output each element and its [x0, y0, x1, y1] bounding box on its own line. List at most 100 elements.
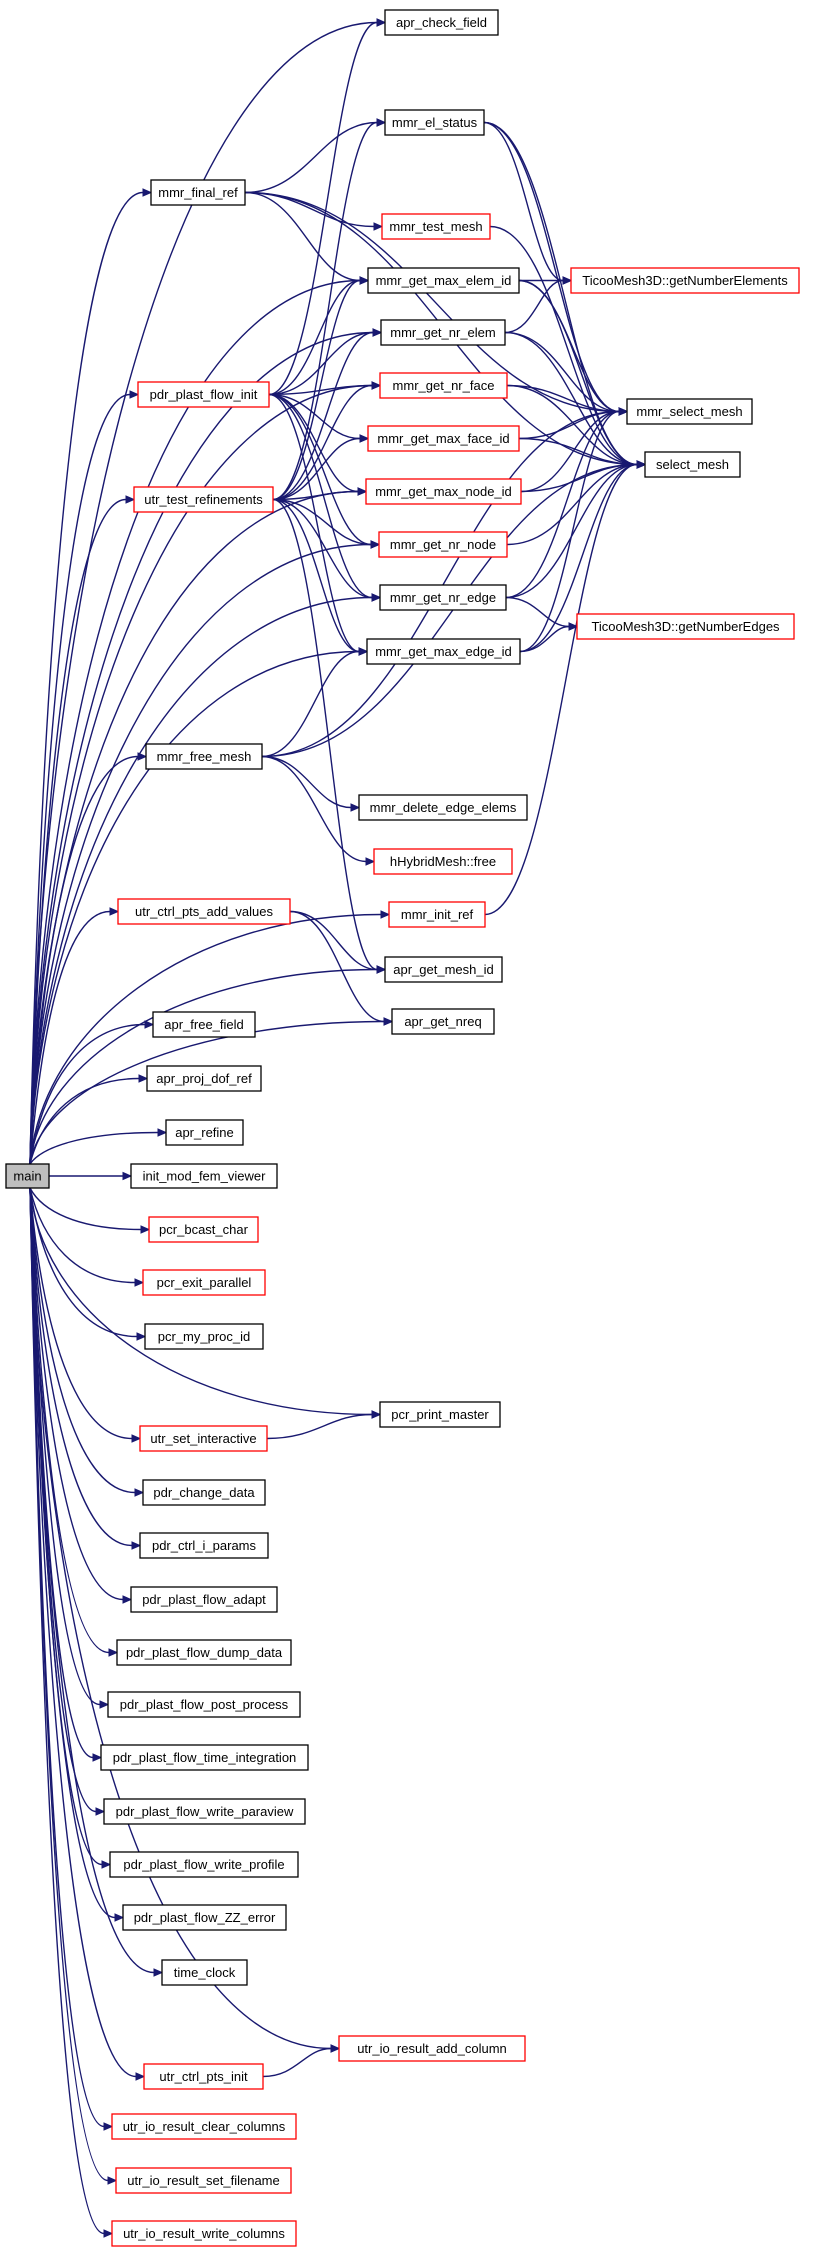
node-select-mesh[interactable]: select_mesh	[644, 451, 741, 478]
node-label: pdr_plast_flow_ZZ_error	[134, 1910, 276, 1925]
node-box	[122, 1904, 287, 1931]
node-apr-free-field[interactable]: apr_free_field	[152, 1011, 256, 1038]
node-label: utr_io_result_set_filename	[127, 2173, 279, 2188]
node-label: pdr_plast_flow_write_profile	[123, 1857, 284, 1872]
node-pdr-plast-flow-write-profile[interactable]: pdr_plast_flow_write_profile	[109, 1851, 299, 1878]
node-box	[5, 1163, 50, 1189]
node-pdr-plast-flow-post-process[interactable]: pdr_plast_flow_post_process	[107, 1691, 301, 1718]
edge-line	[504, 279, 564, 334]
node-pcr-print-master[interactable]: pcr_print_master	[379, 1401, 501, 1428]
call-edge-main-to-init_mod_fem_viewer	[48, 1171, 133, 1181]
node-mmr-init-ref[interactable]: mmr_init_ref	[388, 901, 486, 928]
node-box	[107, 1691, 301, 1718]
node-label: mmr_get_max_node_id	[375, 484, 512, 499]
node-time-clock[interactable]: time_clock	[161, 1959, 248, 1986]
node-mmr-el-status[interactable]: mmr_el_status	[384, 109, 485, 136]
node-mmr-get-max-edge-id[interactable]: mmr_get_max_edge_id	[366, 638, 521, 665]
node-mmr-get-max-elem-id[interactable]: mmr_get_max_elem_id	[367, 267, 520, 294]
node-apr-check-field[interactable]: apr_check_field	[384, 9, 499, 36]
edge-arrowhead	[107, 2176, 118, 2185]
node-label: apr_check_field	[396, 15, 487, 30]
node-utr-test-refinements[interactable]: utr_test_refinements	[133, 486, 274, 513]
edge-arrowhead	[357, 487, 368, 496]
node-pdr-ctrl-i-params[interactable]: pdr_ctrl_i_params	[139, 1532, 269, 1559]
node-apr-proj-dof-ref[interactable]: apr_proj_dof_ref	[146, 1065, 262, 1092]
edge-line	[268, 393, 373, 599]
node-utr-io-result-clear-columns[interactable]: utr_io_result_clear_columns	[111, 2113, 297, 2140]
node-mmr-get-max-face-id[interactable]: mmr_get_max_face_id	[367, 425, 520, 452]
node-mmr-final-ref[interactable]: mmr_final_ref	[150, 179, 246, 206]
edge-line	[262, 2047, 332, 2078]
edge-line	[29, 1187, 133, 1547]
node-mmr-get-nr-edge[interactable]: mmr_get_nr_edge	[379, 584, 507, 611]
call-edge-mmr_get_nr_face-to-mmr_select_mesh	[506, 384, 629, 416]
edge-line	[519, 410, 620, 653]
edge-line	[29, 913, 382, 1165]
node-box	[139, 1425, 268, 1452]
node-apr-refine[interactable]: apr_refine	[165, 1119, 244, 1146]
node-label: pdr_plast_flow_adapt	[142, 1592, 266, 1607]
node-main[interactable]: main	[5, 1163, 50, 1189]
node-utr-io-result-write-columns[interactable]: utr_io_result_write_columns	[111, 2220, 297, 2247]
node-utr-io-result-set-filename[interactable]: utr_io_result_set_filename	[115, 2167, 292, 2194]
node-mmr-delete-edge-elems[interactable]: mmr_delete_edge_elems	[358, 794, 528, 821]
node-utr-set-interactive[interactable]: utr_set_interactive	[139, 1425, 268, 1452]
call-edge-main-to-apr_free_field	[29, 1020, 155, 1165]
node-pdr-plast-flow-write-paraview[interactable]: pdr_plast_flow_write_paraview	[103, 1798, 306, 1825]
node-pdr-plast-flow-init[interactable]: pdr_plast_flow_init	[137, 381, 270, 408]
node-mmr-get-nr-elem[interactable]: mmr_get_nr_elem	[380, 319, 506, 346]
node-pcr-exit-parallel[interactable]: pcr_exit_parallel	[142, 1269, 266, 1296]
node-init-mod-fem-viewer[interactable]: init_mod_fem_viewer	[130, 1163, 278, 1189]
node-pdr-plast-flow-dump-data[interactable]: pdr_plast_flow_dump_data	[116, 1639, 292, 1666]
node-pcr-bcast-char[interactable]: pcr_bcast_char	[148, 1216, 259, 1243]
node-label: TicooMesh3D::getNumberEdges	[591, 619, 780, 634]
edge-arrowhead	[371, 1410, 382, 1419]
node-mmr-get-nr-node[interactable]: mmr_get_nr_node	[378, 531, 508, 558]
call-edge-mmr_free_mesh-to-mmr_delete_edge_elems	[261, 755, 361, 812]
node-mmr-test-mesh[interactable]: mmr_test_mesh	[381, 213, 491, 240]
edge-line	[505, 463, 638, 599]
node-ticoomesh3d-getnumberedges[interactable]: TicooMesh3D::getNumberEdges	[576, 613, 795, 640]
node-utr-ctrl-pts-add-values[interactable]: utr_ctrl_pts_add_values	[117, 898, 291, 925]
node-hhybridmesh-free[interactable]: hHybridMesh::free	[373, 848, 513, 875]
edge-line	[29, 543, 372, 1165]
node-pdr-plast-flow-adapt[interactable]: pdr_plast_flow_adapt	[130, 1586, 278, 1613]
node-box	[116, 1639, 292, 1666]
call-edge-utr_ctrl_pts_add_values-to-apr_get_mesh_id	[289, 910, 387, 974]
node-pcr-my-proc-id[interactable]: pcr_my_proc_id	[144, 1323, 264, 1350]
edge-line	[268, 393, 372, 546]
edge-line	[29, 650, 360, 1165]
call-edge-main-to-utr_set_interactive	[29, 1187, 142, 1443]
edge-arrowhead	[134, 1488, 145, 1497]
node-utr-io-result-add-column[interactable]: utr_io_result_add_column	[338, 2035, 526, 2062]
node-label: pcr_print_master	[391, 1407, 489, 1422]
call-edge-mmr_get_nr_face-to-select_mesh	[506, 384, 647, 469]
call-edge-main-to-utr_test_refinements	[29, 495, 136, 1165]
node-ticoomesh3d-getnumberelements[interactable]: TicooMesh3D::getNumberElements	[570, 267, 800, 294]
node-apr-get-mesh-id[interactable]: apr_get_mesh_id	[384, 956, 503, 983]
node-mmr-free-mesh[interactable]: mmr_free_mesh	[145, 743, 263, 770]
node-mmr-select-mesh[interactable]: mmr_select_mesh	[626, 398, 753, 425]
node-utr-ctrl-pts-init[interactable]: utr_ctrl_pts_init	[143, 2063, 264, 2090]
edge-line	[268, 384, 373, 396]
edge-line	[29, 1187, 155, 1974]
node-mmr-get-nr-face[interactable]: mmr_get_nr_face	[379, 372, 508, 399]
node-box	[388, 901, 486, 928]
node-apr-get-nreq[interactable]: apr_get_nreq	[391, 1008, 495, 1035]
edge-line	[289, 910, 385, 1023]
node-box	[367, 425, 520, 452]
node-mmr-get-max-node-id[interactable]: mmr_get_max_node_id	[365, 478, 522, 505]
node-box	[143, 2063, 264, 2090]
node-pdr-change-data[interactable]: pdr_change_data	[142, 1479, 266, 1506]
node-label: utr_test_refinements	[144, 492, 263, 507]
node-label: mmr_get_nr_elem	[390, 325, 496, 340]
node-pdr-plast-flow-time-integration[interactable]: pdr_plast_flow_time_integration	[100, 1744, 309, 1771]
edge-arrowhead	[99, 1700, 110, 1709]
edge-arrowhead	[358, 647, 369, 656]
edge-arrowhead	[568, 622, 579, 631]
edge-line	[261, 755, 367, 863]
node-label: pcr_bcast_char	[159, 1222, 249, 1237]
call-edge-main-to-pcr_my_proc_id	[29, 1187, 147, 1341]
node-pdr-plast-flow-zz-error[interactable]: pdr_plast_flow_ZZ_error	[122, 1904, 287, 1931]
